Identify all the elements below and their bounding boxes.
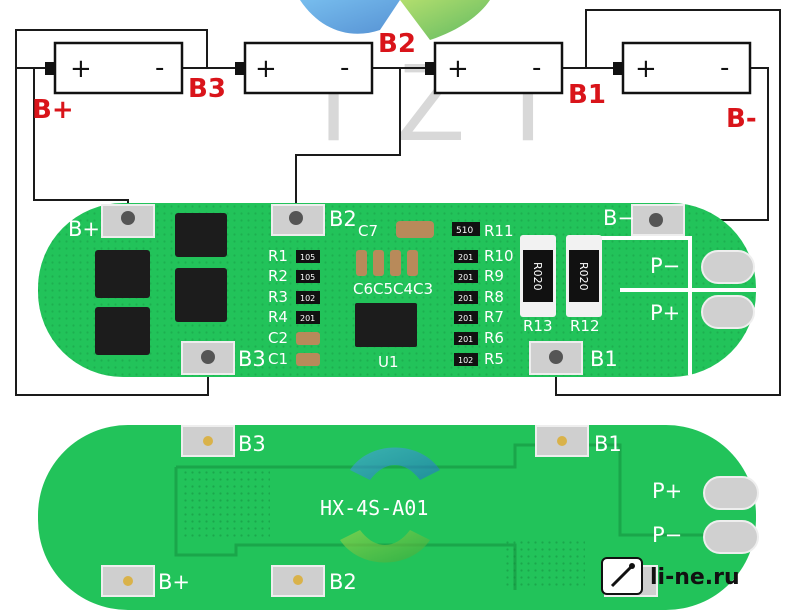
- svg-text:201: 201: [300, 314, 315, 323]
- svg-text:201: 201: [458, 294, 473, 303]
- silk-b1: B1: [590, 347, 618, 371]
- battery-minus: -: [532, 53, 541, 83]
- ic-u1: [355, 303, 417, 347]
- silk-bottom-p-plus: P+: [652, 479, 682, 503]
- label-r3: R3: [268, 288, 288, 306]
- label-c1: C1: [268, 350, 288, 368]
- svg-text:105: 105: [300, 253, 315, 262]
- silk-b-minus: B−: [603, 206, 635, 230]
- battery-1: + -: [45, 41, 184, 95]
- battery-minus: -: [340, 53, 349, 83]
- silk-b2: B2: [329, 207, 357, 231]
- svg-text:R020: R020: [531, 262, 544, 291]
- label-r1: R1: [268, 247, 288, 265]
- tab-p-minus: [701, 250, 755, 284]
- pcb-bottom: B3 B1 B+ B2 B− P+ P− HX-4S-A01: [38, 425, 759, 610]
- svg-text:201: 201: [458, 335, 473, 344]
- svg-text:201: 201: [458, 253, 473, 262]
- label-r9: R9: [484, 267, 504, 285]
- label-b-plus: B+: [32, 95, 74, 125]
- label-b2: B2: [378, 29, 416, 59]
- svg-text:201: 201: [458, 314, 473, 323]
- label-r4: R4: [268, 308, 288, 326]
- board-model: HX-4S-A01: [320, 496, 428, 520]
- svg-text:102: 102: [300, 294, 315, 303]
- pad-bottom-b2: [271, 565, 325, 597]
- logo-swoosh-top: [300, 0, 490, 40]
- label-r10: R10: [484, 247, 514, 265]
- battery-plus: +: [70, 54, 92, 84]
- silk-p-minus: P−: [650, 254, 680, 278]
- silk-p-plus: P+: [650, 301, 680, 325]
- label-r5: R5: [484, 350, 504, 368]
- battery-2: + -: [235, 41, 374, 95]
- label-b-minus: B-: [726, 104, 757, 134]
- svg-text:R020: R020: [577, 262, 590, 291]
- resistors-right: 201 R10 201 R9 201 R8 201 R7 201 R6 102 …: [454, 247, 514, 368]
- site-watermark: li-ne.ru: [601, 557, 740, 595]
- resistors-left: R1 105 R2 105 R3 102 R4 201 C2 C1: [268, 247, 320, 368]
- label-caps-row: C6C5C4C3: [353, 280, 433, 298]
- silk-bottom-b2: B2: [329, 570, 357, 594]
- pcb-top: 510 R11 C7 C6C5C4C3 R1 105 R2 105 R3 102…: [38, 203, 756, 377]
- battery-4: + -: [613, 41, 752, 95]
- label-r13: R13: [523, 317, 553, 335]
- label-r7: R7: [484, 308, 504, 326]
- label-b1: B1: [568, 80, 606, 110]
- battery-minus: -: [720, 53, 729, 83]
- tab-p-plus: [701, 295, 755, 329]
- label-r6: R6: [484, 329, 504, 347]
- battery-3: + -: [425, 41, 564, 95]
- silk-b-plus: B+: [68, 217, 100, 241]
- battery-plus: +: [447, 54, 469, 84]
- silk-bottom-b1: B1: [594, 432, 622, 456]
- tab-bottom-p-plus: [703, 476, 759, 510]
- silk-b3: B3: [238, 347, 266, 371]
- svg-text:105: 105: [300, 273, 315, 282]
- battery-plus: +: [255, 54, 277, 84]
- silk-bottom-b3: B3: [238, 432, 266, 456]
- label-r12: R12: [570, 317, 600, 335]
- mosfet-group: [95, 213, 227, 355]
- label-r11: R11: [484, 222, 514, 240]
- cap-row: [356, 250, 418, 276]
- svg-text:201: 201: [458, 273, 473, 282]
- label-u1: U1: [378, 353, 399, 371]
- battery-minus: -: [155, 53, 164, 83]
- shunt-resistors: R020 R020: [520, 235, 602, 317]
- label-r2: R2: [268, 267, 288, 285]
- r11-code: 510: [456, 226, 473, 236]
- logo-swoosh-center: [340, 447, 440, 563]
- label-r8: R8: [484, 288, 504, 306]
- silk-bottom-p-minus: P−: [652, 523, 682, 547]
- label-b3: B3: [188, 74, 226, 104]
- silk-bottom-b-plus: B+: [158, 570, 190, 594]
- svg-text:102: 102: [458, 356, 473, 365]
- label-c2: C2: [268, 329, 288, 347]
- site-name: li-ne.ru: [650, 565, 740, 590]
- battery-plus: +: [635, 54, 657, 84]
- label-c7: C7: [358, 222, 378, 240]
- tab-bottom-p-minus: [703, 520, 759, 554]
